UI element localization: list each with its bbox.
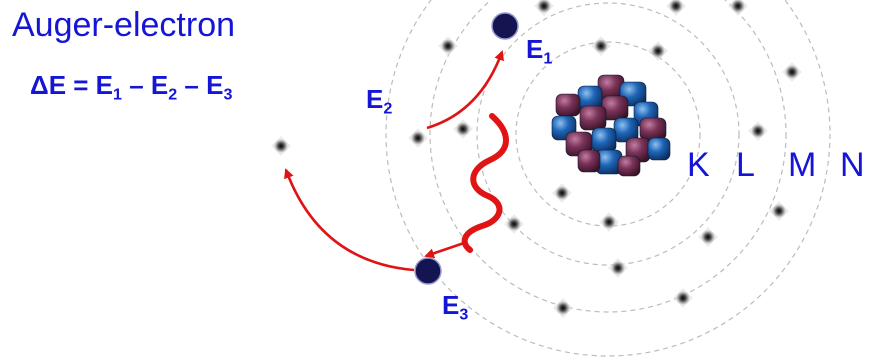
electron-icon xyxy=(408,128,428,148)
energy-label-e3: E3 xyxy=(442,292,468,323)
e2-sub: 2 xyxy=(383,99,393,118)
shell-label-m: M xyxy=(788,146,817,184)
electron-icon xyxy=(782,62,802,82)
orbit-m xyxy=(429,0,787,313)
orbit-n xyxy=(385,0,831,357)
formula-sub-2: 2 xyxy=(168,85,178,104)
electron-icon xyxy=(438,36,458,56)
formula-lhs: ΔE = E xyxy=(30,70,114,100)
electron-icon xyxy=(534,0,554,16)
electron-icon xyxy=(599,212,619,232)
electron-icon xyxy=(553,298,573,318)
energy-formula: ΔE = E1 – E2 – E3 xyxy=(30,72,232,103)
auger-emission-arrow xyxy=(284,168,415,272)
electron-icon xyxy=(666,0,686,16)
formula-sub-3: 3 xyxy=(223,85,233,104)
electron-icon xyxy=(769,201,789,221)
electron-icon xyxy=(453,119,473,139)
electron-icon xyxy=(591,36,611,56)
e1-base: E xyxy=(526,34,544,64)
e3-sub: 3 xyxy=(459,305,469,324)
energy-label-e1: E1 xyxy=(526,36,552,67)
electron-icon xyxy=(648,41,668,61)
formula-minus-2: – E xyxy=(177,70,224,100)
electron-icon xyxy=(608,258,628,278)
electron-icon xyxy=(271,136,291,156)
page-title: Auger-electron xyxy=(12,6,236,44)
electron-e1-icon xyxy=(491,12,519,40)
shell-label-n: N xyxy=(840,146,865,184)
e1-sub: 1 xyxy=(543,49,553,68)
nucleus-icon xyxy=(551,74,671,177)
electron-icon xyxy=(504,214,524,234)
electron-icon xyxy=(673,288,693,308)
e2-base: E xyxy=(366,84,384,114)
electron-icon xyxy=(552,183,572,203)
electron-e3-icon xyxy=(414,257,442,285)
electron-icon xyxy=(748,121,768,141)
orbit-l xyxy=(476,2,740,266)
shell-label-k: K xyxy=(687,146,710,184)
formula-sub-1: 1 xyxy=(113,85,122,104)
shell-label-l: L xyxy=(736,146,755,184)
energy-label-e2: E2 xyxy=(366,86,392,117)
e3-base: E xyxy=(442,290,460,320)
electron-icon xyxy=(728,0,748,16)
photon-arrow-head xyxy=(424,241,465,259)
transition-arrow-e2-to-e1 xyxy=(426,50,504,130)
formula-minus-1: – E xyxy=(121,70,169,100)
photon-wave-icon xyxy=(461,113,509,253)
electron-icon xyxy=(698,227,718,247)
